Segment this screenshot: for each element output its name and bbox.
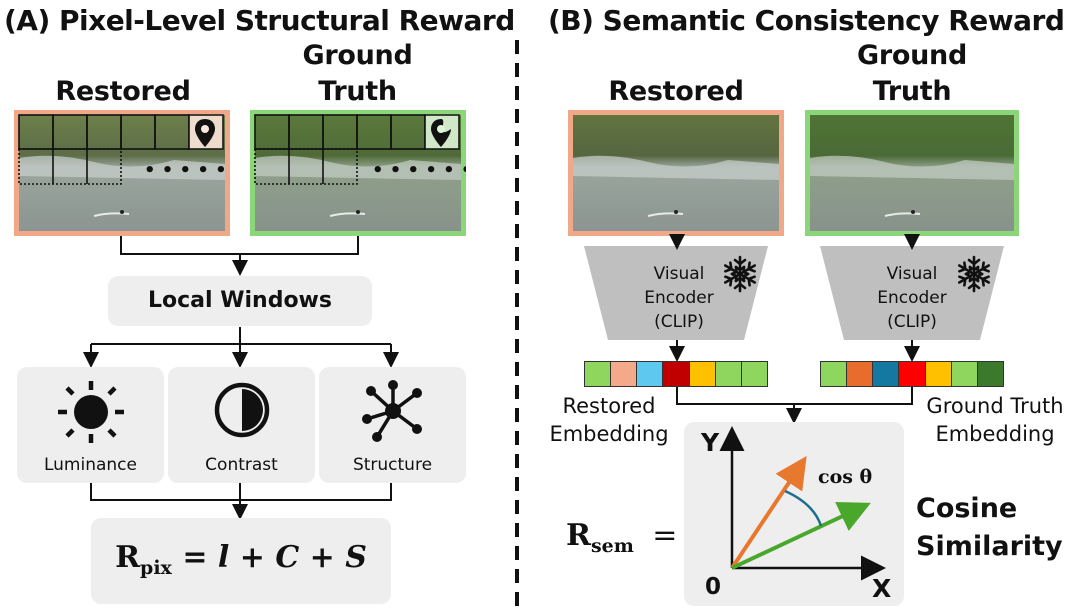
gt-embedding-line1: Ground Truth	[926, 394, 1064, 418]
gt-embedding-label: Ground Truth Embedding	[910, 392, 1080, 448]
snowflake-icon	[955, 255, 993, 293]
panel-a-connectors	[83, 236, 399, 520]
restored-vector	[730, 456, 807, 570]
restored-embedding-label: Restored Embedding	[544, 392, 674, 448]
embedding-cell	[847, 362, 874, 386]
panel-b-title: (B) Semantic Consistency Reward	[548, 4, 1065, 37]
panel-b-connectors	[669, 234, 920, 424]
encoder-line1: Visual	[653, 264, 705, 284]
contrast-label: Contrast	[205, 455, 278, 475]
axis-x-label: X	[872, 574, 892, 603]
embedding-cell	[611, 362, 638, 386]
gt-embedding-vector	[820, 361, 1004, 387]
panel-divider	[515, 40, 519, 610]
semantic-reward-formula: Rsem =	[566, 518, 677, 557]
embedding-cell	[977, 362, 1003, 386]
network-icon	[362, 380, 422, 442]
contrast-box: Contrast	[168, 367, 315, 483]
encoder-line2: Encoder	[644, 288, 714, 308]
structure-box: Structure	[319, 367, 466, 483]
restored-label: Restored	[55, 76, 191, 107]
embedding-cell	[585, 362, 612, 386]
embedding-cell	[925, 362, 952, 386]
cos-theta-label: cos θ	[818, 466, 873, 488]
formula-rhs: = l + C + S	[182, 540, 367, 575]
luminance-label: Luminance	[43, 455, 137, 475]
embedding-cell	[873, 362, 900, 386]
gt-vector	[731, 502, 871, 570]
formula-subscript: pix	[140, 557, 172, 579]
pixel-reward-formula-box: Rpix = l + C + S	[91, 518, 391, 604]
gt-label-b-line2: Truth	[872, 76, 952, 107]
restored-embedding-line1: Restored	[562, 394, 656, 418]
gt-label-line2: Truth	[318, 76, 397, 107]
cosine-line2: Similarity	[916, 531, 1063, 562]
embedding-cell	[663, 362, 690, 386]
restored-image: • • • • • •	[14, 110, 230, 236]
cosine-similarity-label: Cosine Similarity	[916, 490, 1063, 566]
visual-encoder-restored	[584, 246, 768, 340]
restored-label-b: Restored	[608, 76, 744, 107]
location-pin-icon	[431, 119, 451, 147]
encoder-line3: (CLIP)	[654, 312, 704, 332]
embedding-cell	[715, 362, 742, 386]
encoder-text-gt: Visual Encoder (CLIP)	[867, 262, 957, 334]
encoder-line1: Visual	[886, 264, 938, 284]
embedding-cell	[689, 362, 716, 386]
embedding-cell	[821, 362, 848, 386]
sun-icon	[58, 381, 124, 443]
embedding-cell	[741, 362, 767, 386]
gt-embedding-line2: Embedding	[935, 422, 1055, 446]
embedding-cell	[951, 362, 978, 386]
location-pin-icon	[195, 119, 215, 147]
cosine-plot	[719, 426, 886, 581]
formula-r: R	[115, 540, 141, 575]
formula-equals: =	[652, 518, 678, 553]
gt-label-b-line1: Ground	[857, 40, 967, 71]
svg-text:• • • • • •: • • • • • •	[372, 160, 466, 181]
origin-label: 0	[705, 574, 722, 600]
local-windows-box: Local Windows	[108, 276, 372, 326]
restored-image-b	[568, 110, 784, 236]
encoder-text-restored: Visual Encoder (CLIP)	[634, 262, 724, 334]
visual-encoder-gt	[820, 246, 1004, 340]
encoder-line3: (CLIP)	[887, 312, 937, 332]
restored-embedding-line2: Embedding	[549, 422, 669, 446]
contrast-icon	[214, 382, 270, 438]
ground-truth-image-b	[805, 110, 1019, 236]
panel-a-title: (A) Pixel-Level Structural Reward	[4, 4, 515, 37]
pixel-reward-formula: Rpix = l + C + S	[91, 540, 391, 579]
embedding-cell	[637, 362, 664, 386]
encoder-line2: Encoder	[877, 288, 947, 308]
embedding-cell	[899, 362, 926, 386]
luminance-box: Luminance	[17, 367, 164, 483]
axis-y-label: Y	[701, 428, 720, 457]
snowflake-icon	[721, 255, 759, 293]
formula-r: R	[566, 518, 591, 553]
formula-subscript: sem	[590, 535, 634, 557]
gt-label-line1: Ground	[302, 40, 413, 71]
structure-label: Structure	[352, 455, 433, 475]
local-windows-label: Local Windows	[148, 288, 332, 313]
restored-embedding-vector	[584, 361, 768, 387]
svg-text:• • • • • •: • • • • • •	[144, 160, 230, 181]
cosine-line1: Cosine	[916, 493, 1018, 524]
angle-arc	[784, 489, 823, 527]
